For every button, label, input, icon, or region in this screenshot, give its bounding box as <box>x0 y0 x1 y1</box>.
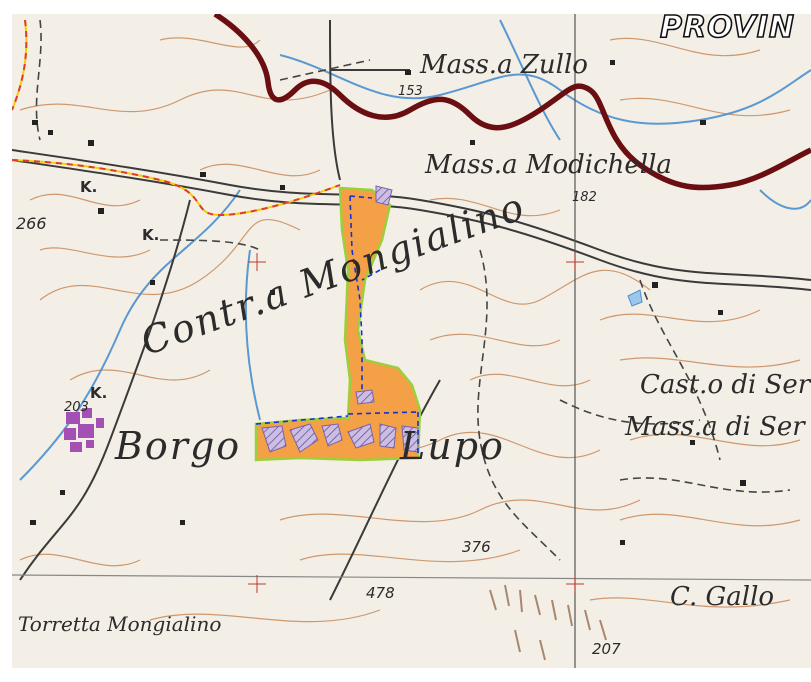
label-km-3: K. <box>90 384 108 402</box>
label-mass-serra: Mass.a di Ser <box>625 412 805 442</box>
cable-route <box>11 19 341 217</box>
label-borgo: Borgo <box>115 424 242 468</box>
elevation-207: 207 <box>592 640 621 658</box>
province-border <box>213 11 811 191</box>
map-frame-bottom <box>0 668 811 682</box>
map-frame-left <box>0 0 12 682</box>
elevation-266: 266 <box>16 214 47 233</box>
province-label: PROVIN <box>659 9 796 46</box>
rivers <box>19 19 811 481</box>
elevation-203: 203 <box>64 400 89 415</box>
roads <box>11 14 811 668</box>
elevation-153: 153 <box>398 84 423 99</box>
map-frame-top <box>0 0 811 14</box>
hill-hachures <box>489 584 607 661</box>
label-mass-zullo: Mass.a Zullo <box>420 50 588 80</box>
label-cast-serra: Cast.o di Ser <box>640 370 811 400</box>
label-km-2: K. <box>142 226 160 244</box>
elevation-478: 478 <box>366 584 395 602</box>
label-km-1: K. <box>80 178 98 196</box>
settlement-cluster <box>64 408 104 452</box>
label-gallo: C. Gallo <box>670 582 775 612</box>
buildings <box>30 60 746 545</box>
site-area <box>254 186 422 462</box>
registration-marks <box>248 253 584 593</box>
hatched-zones <box>261 185 419 453</box>
small-lake-icon <box>627 289 643 307</box>
dashed-tracks <box>35 19 791 561</box>
contour-lines <box>19 37 801 623</box>
elevation-376: 376 <box>462 538 491 556</box>
elevation-182: 182 <box>572 190 597 205</box>
label-torretta: Torretta Mongialino <box>18 612 222 636</box>
label-mass-modichella: Mass.a Modichella <box>425 150 672 180</box>
internal-boundaries <box>255 195 419 458</box>
label-lupo: Lupo <box>400 424 505 468</box>
